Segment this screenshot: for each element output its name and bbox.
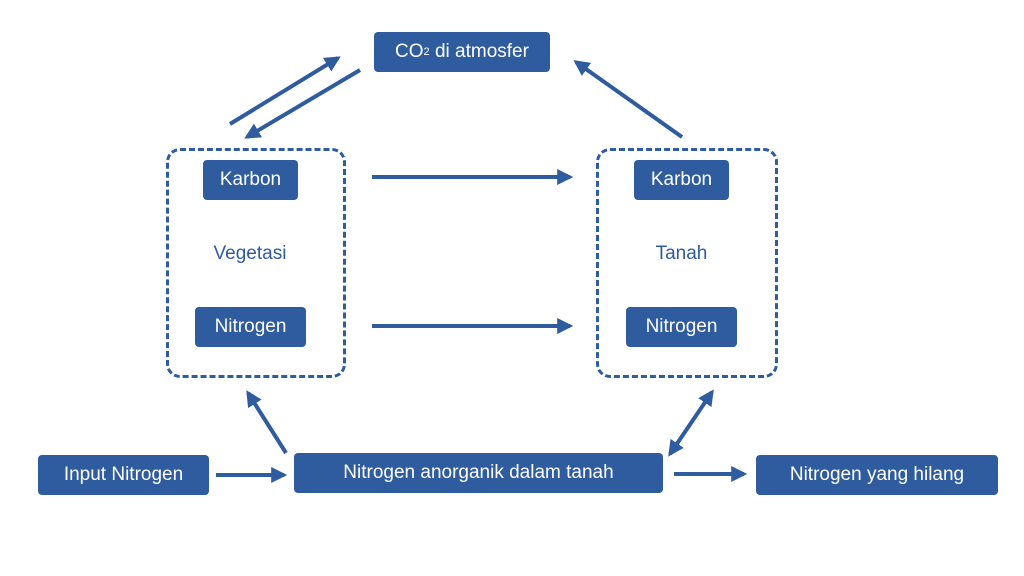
vegetation-carbon-node: Karbon <box>203 160 298 200</box>
co2-main: CO <box>395 41 424 62</box>
input-nitrogen-node: Input Nitrogen <box>38 455 209 495</box>
soil-label: Tanah <box>655 243 708 264</box>
inorganic-nitrogen-node: Nitrogen anorganik dalam tanah <box>294 453 663 493</box>
arrow-inorganic-soil-bidirectional <box>668 389 714 457</box>
lost-nitrogen-node: Nitrogen yang hilang <box>756 455 998 495</box>
arrow-inorganic-to-vegetation <box>246 390 288 455</box>
soil-carbon-node: Karbon <box>634 160 729 200</box>
arrow-co2-to-vegetation <box>244 68 362 139</box>
soil-nitrogen-node: Nitrogen <box>626 307 737 347</box>
vegetation-label: Vegetasi <box>213 243 287 264</box>
soil-group <box>596 148 778 378</box>
arrow-soil-to-co2 <box>573 60 684 139</box>
vegetation-group <box>166 148 346 378</box>
co2-subscript: 2 <box>423 46 430 58</box>
co2-rest: di atmosfer <box>429 41 529 62</box>
vegetation-nitrogen-node: Nitrogen <box>195 307 306 347</box>
arrow-vegetation-to-co2 <box>228 56 341 126</box>
